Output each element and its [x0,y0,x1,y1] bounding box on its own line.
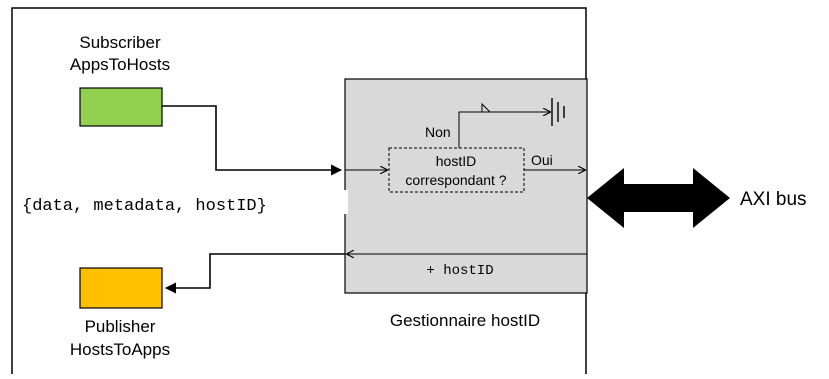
subscriber-label-line1: Subscriber [79,33,161,52]
yes-label: Oui [531,152,553,168]
subscriber-block [79,87,163,127]
add-hostid-label: + hostID [426,263,493,279]
publisher-block [79,267,163,309]
subscriber-label-line2: AppsToHosts [70,55,170,74]
message-label-bg [18,190,348,214]
publisher-label-line2: HostsToApps [70,340,170,359]
axi-bus-arrow [587,168,730,228]
manager-to-publisher-arrow [164,253,345,294]
decision-text-line2: correspondant ? [405,172,506,188]
manager-label: Gestionnaire hostID [390,311,540,330]
decision-text-line1: hostID [436,153,476,169]
ground-icon [551,98,565,126]
axi-bus-label: AXI bus [740,189,807,210]
subscriber-to-manager-arrow [162,105,343,176]
publisher-label-line1: Publisher [85,317,156,336]
message-label: {data, metadata, hostID} [22,197,267,216]
no-label: Non [425,124,451,140]
